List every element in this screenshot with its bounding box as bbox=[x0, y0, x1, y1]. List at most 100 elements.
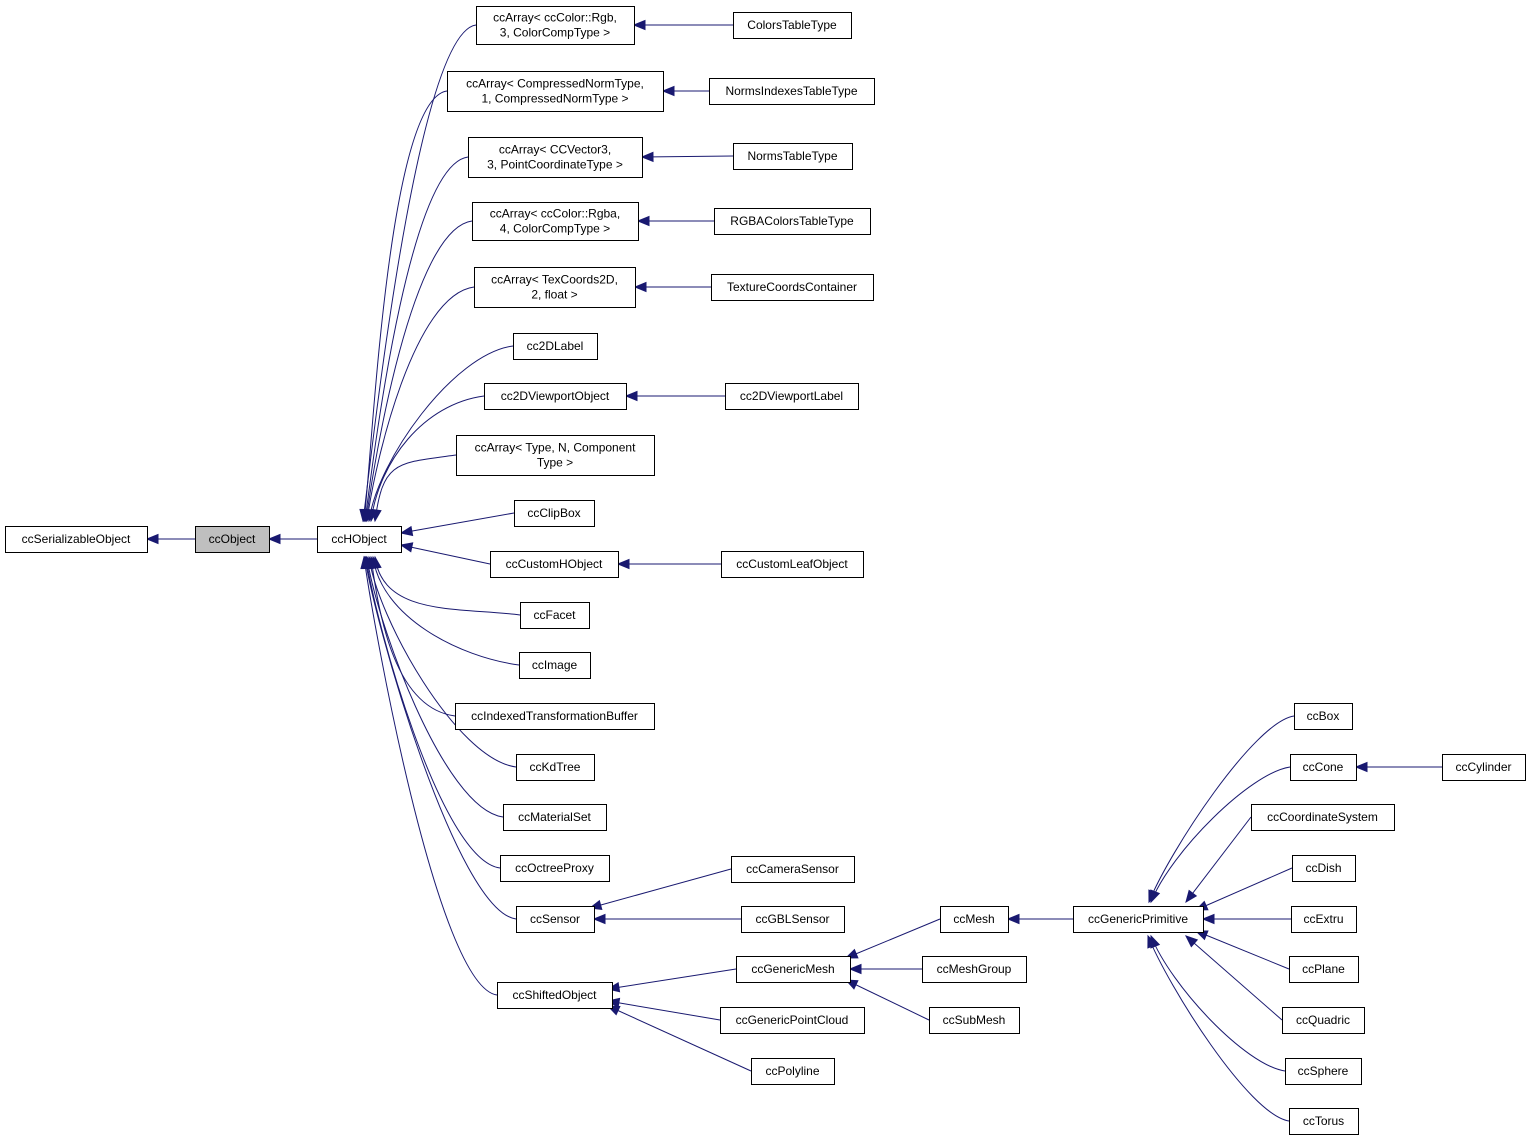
class-box-ccoctreeproxy[interactable] bbox=[500, 855, 610, 882]
class-box-cckdtree[interactable] bbox=[516, 754, 595, 781]
class-box-cccylinder[interactable] bbox=[1442, 754, 1526, 781]
class-label-ccobject: ccObject bbox=[209, 532, 256, 546]
class-box-ccmaterialset[interactable] bbox=[503, 804, 607, 831]
class-node-ccgenericprimitive[interactable]: ccGenericPrimitive bbox=[1073, 906, 1204, 933]
class-box-normstabletype[interactable] bbox=[733, 143, 853, 170]
class-box-arrvec[interactable] bbox=[468, 137, 643, 178]
class-box-ccimage[interactable] bbox=[519, 652, 591, 679]
class-box-ccobject[interactable] bbox=[195, 526, 270, 553]
class-node-cccamerasensor[interactable]: ccCameraSensor bbox=[731, 856, 855, 883]
class-node-normsindexestabletype[interactable]: NormsIndexesTableType bbox=[709, 78, 875, 105]
class-node-normstabletype[interactable]: NormsTableType bbox=[733, 143, 853, 170]
class-box-cccamerasensor[interactable] bbox=[731, 856, 855, 883]
edge-arrtex-to-cchobject bbox=[366, 286, 475, 522]
class-node-ccfacet[interactable]: ccFacet bbox=[520, 602, 590, 629]
class-box-ccbox[interactable] bbox=[1294, 703, 1353, 730]
class-node-ccgenericmesh[interactable]: ccGenericMesh bbox=[736, 956, 851, 983]
class-box-cccone[interactable] bbox=[1290, 754, 1357, 781]
class-box-ccplane[interactable] bbox=[1289, 956, 1359, 983]
class-node-ccsensor[interactable]: ccSensor bbox=[516, 906, 595, 933]
class-node-cc2dviewportobject[interactable]: cc2DViewportObject bbox=[484, 383, 627, 410]
class-box-arrrgba[interactable] bbox=[472, 202, 639, 241]
class-node-ccdish[interactable]: ccDish bbox=[1292, 855, 1356, 882]
class-node-ccshiftedobject[interactable]: ccShiftedObject bbox=[497, 982, 613, 1009]
class-box-cchobject[interactable] bbox=[317, 526, 402, 553]
class-box-ccextru[interactable] bbox=[1291, 906, 1357, 933]
class-node-ccmesh[interactable]: ccMesh bbox=[940, 906, 1009, 933]
class-node-arrrgb[interactable]: ccArray< ccColor::Rgb,3, ColorCompType > bbox=[476, 6, 635, 45]
class-node-ccoctreeproxy[interactable]: ccOctreeProxy bbox=[500, 855, 610, 882]
class-box-arrnorm[interactable] bbox=[447, 71, 664, 112]
class-node-arrrgba[interactable]: ccArray< ccColor::Rgba,4, ColorCompType … bbox=[472, 202, 639, 241]
class-box-cc2dviewportlabel[interactable] bbox=[725, 383, 859, 410]
class-node-ccgenericpointcloud[interactable]: ccGenericPointCloud bbox=[720, 1007, 865, 1034]
class-node-cc2dlabel[interactable]: cc2DLabel bbox=[513, 333, 598, 360]
class-node-colorstabletype[interactable]: ColorsTableType bbox=[733, 12, 852, 39]
class-node-ccimage[interactable]: ccImage bbox=[519, 652, 591, 679]
class-box-ccgenericmesh[interactable] bbox=[736, 956, 851, 983]
class-node-arrtex[interactable]: ccArray< TexCoords2D,2, float > bbox=[474, 267, 636, 308]
class-label-colorstabletype: ColorsTableType bbox=[747, 18, 837, 32]
class-node-arrvec[interactable]: ccArray< CCVector3,3, PointCoordinateTyp… bbox=[468, 137, 643, 178]
class-node-ccindexedtransformationbuffer[interactable]: ccIndexedTransformationBuffer bbox=[455, 703, 655, 730]
class-box-cccustomleafobject[interactable] bbox=[721, 551, 864, 578]
class-node-ccmeshgroup[interactable]: ccMeshGroup bbox=[922, 956, 1027, 983]
class-box-ccsubmesh[interactable] bbox=[929, 1007, 1020, 1034]
class-box-ccgblsensor[interactable] bbox=[741, 906, 845, 933]
edge-ccextru-to-ccgenericprimitive-arrowhead bbox=[1201, 913, 1215, 925]
class-box-ccfacet[interactable] bbox=[520, 602, 590, 629]
class-box-cc2dlabel[interactable] bbox=[513, 333, 598, 360]
class-box-ccpolyline[interactable] bbox=[751, 1058, 835, 1085]
class-box-ccindexedtransformationbuffer[interactable] bbox=[455, 703, 655, 730]
class-node-ccgblsensor[interactable]: ccGBLSensor bbox=[741, 906, 845, 933]
class-node-ccextru[interactable]: ccExtru bbox=[1291, 906, 1357, 933]
class-box-ccgenericpointcloud[interactable] bbox=[720, 1007, 865, 1034]
class-box-cccustomhobject[interactable] bbox=[490, 551, 619, 578]
class-node-cc2dviewportlabel[interactable]: cc2DViewportLabel bbox=[725, 383, 859, 410]
class-node-ccsphere[interactable]: ccSphere bbox=[1285, 1058, 1362, 1085]
class-node-ccquadric[interactable]: ccQuadric bbox=[1282, 1007, 1365, 1034]
class-box-ccsensor[interactable] bbox=[516, 906, 595, 933]
class-box-ccdish[interactable] bbox=[1292, 855, 1356, 882]
class-box-ccmesh[interactable] bbox=[940, 906, 1009, 933]
class-node-texturecoordscontainer[interactable]: TextureCoordsContainer bbox=[711, 274, 874, 301]
class-node-cccone[interactable]: ccCone bbox=[1290, 754, 1357, 781]
class-box-arrtex[interactable] bbox=[474, 267, 636, 308]
class-box-cctorus[interactable] bbox=[1289, 1108, 1359, 1135]
class-box-texturecoordscontainer[interactable] bbox=[711, 274, 874, 301]
class-node-arrnorm[interactable]: ccArray< CompressedNormType,1, Compresse… bbox=[447, 71, 664, 112]
class-node-cctorus[interactable]: ccTorus bbox=[1289, 1108, 1359, 1135]
class-node-ccsubmesh[interactable]: ccSubMesh bbox=[929, 1007, 1020, 1034]
class-box-ccgenericprimitive[interactable] bbox=[1073, 906, 1204, 933]
class-box-rgbacolorstabletype[interactable] bbox=[714, 208, 871, 235]
class-node-ccmaterialset[interactable]: ccMaterialSet bbox=[503, 804, 607, 831]
class-node-ccplane[interactable]: ccPlane bbox=[1289, 956, 1359, 983]
class-box-cc2dviewportobject[interactable] bbox=[484, 383, 627, 410]
class-node-ccserializableobject[interactable]: ccSerializableObject bbox=[5, 526, 148, 553]
edge-ccpolyline-to-ccshiftedobject bbox=[607, 1005, 752, 1072]
class-box-arrrgb[interactable] bbox=[476, 6, 635, 45]
class-node-cchobject[interactable]: ccHObject bbox=[317, 526, 402, 553]
class-node-ccpolyline[interactable]: ccPolyline bbox=[751, 1058, 835, 1085]
class-box-ccquadric[interactable] bbox=[1282, 1007, 1365, 1034]
class-box-normsindexestabletype[interactable] bbox=[709, 78, 875, 105]
class-node-cccustomhobject[interactable]: ccCustomHObject bbox=[490, 551, 619, 578]
class-box-ccshiftedobject[interactable] bbox=[497, 982, 613, 1009]
class-box-cccoordinatesystem[interactable] bbox=[1251, 804, 1395, 831]
class-node-cccylinder[interactable]: ccCylinder bbox=[1442, 754, 1526, 781]
class-box-ccserializableobject[interactable] bbox=[5, 526, 148, 553]
class-box-ccsphere[interactable] bbox=[1285, 1058, 1362, 1085]
class-box-ccmeshgroup[interactable] bbox=[922, 956, 1027, 983]
class-box-ccclipbox[interactable] bbox=[514, 500, 595, 527]
class-node-rgbacolorstabletype[interactable]: RGBAColorsTableType bbox=[714, 208, 871, 235]
edge-ccquadric-to-ccgenericprimitive bbox=[1185, 935, 1283, 1021]
class-node-cckdtree[interactable]: ccKdTree bbox=[516, 754, 595, 781]
class-node-ccclipbox[interactable]: ccClipBox bbox=[514, 500, 595, 527]
class-box-arrtype[interactable] bbox=[456, 435, 655, 476]
class-node-cccustomleafobject[interactable]: ccCustomLeafObject bbox=[721, 551, 864, 578]
class-node-cccoordinatesystem[interactable]: ccCoordinateSystem bbox=[1251, 804, 1395, 831]
class-box-colorstabletype[interactable] bbox=[733, 12, 852, 39]
class-node-ccobject[interactable]: ccObject bbox=[195, 526, 270, 553]
class-node-ccbox[interactable]: ccBox bbox=[1294, 703, 1353, 730]
